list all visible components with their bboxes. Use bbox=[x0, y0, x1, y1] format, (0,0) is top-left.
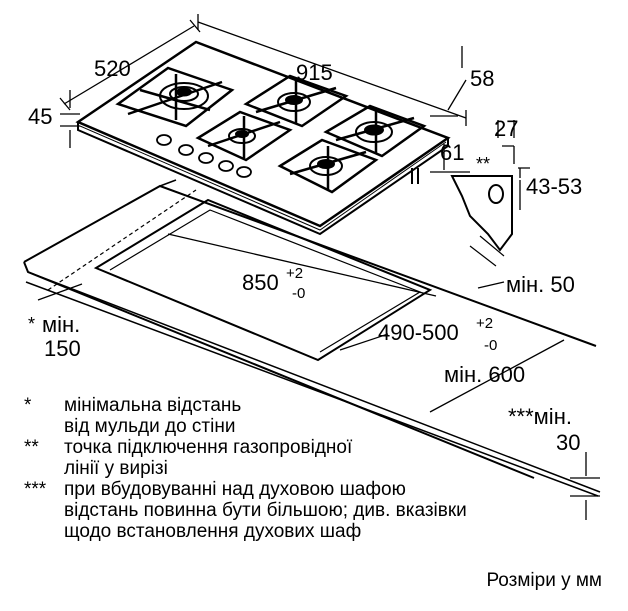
dim-850-tol-plus: +2 bbox=[286, 265, 303, 282]
pan-support-left bbox=[115, 66, 235, 128]
control-knob bbox=[178, 144, 194, 156]
footnote-mark: *** bbox=[24, 479, 47, 500]
units-note: Розміри у мм bbox=[486, 570, 602, 591]
dim-min-600: мін. 600 bbox=[444, 362, 525, 387]
burner-front-left bbox=[228, 128, 256, 144]
footnote-line: відстань повинна бути більшою; див. вказ… bbox=[64, 500, 467, 521]
footnote-line: мінімальна відстань bbox=[64, 395, 242, 416]
footnote-text: при вбудовуванні над духовою шафою відст… bbox=[64, 479, 614, 542]
side-profile bbox=[450, 175, 513, 267]
dim-27: 27 bbox=[494, 116, 518, 141]
dim-45: 45 bbox=[28, 104, 52, 129]
control-knob bbox=[198, 152, 214, 164]
gas-connection-mark: ** bbox=[476, 154, 490, 174]
footnote-wall-distance: * мінімальна відстань від мульди до стін… bbox=[24, 395, 614, 437]
dim-min-150-value: 150 bbox=[44, 336, 81, 361]
control-knob bbox=[218, 160, 234, 172]
burner-wok bbox=[159, 82, 209, 110]
hob-edge bbox=[77, 122, 449, 236]
dim-min-30-value: 30 bbox=[556, 430, 580, 455]
burner-center bbox=[277, 92, 311, 112]
burner-right bbox=[355, 121, 393, 143]
footnote-mark: ** bbox=[24, 437, 39, 458]
footnote-line: щодо встановлення духових шаф bbox=[64, 521, 362, 542]
dim-58: 58 bbox=[470, 66, 494, 91]
footnote-mark: * bbox=[24, 395, 32, 416]
footnote-text: мінімальна відстань від мульди до стіни bbox=[64, 395, 614, 437]
footnote-oven: *** при вбудовуванні над духовою шафою в… bbox=[24, 479, 614, 542]
footnote-line: при вбудовуванні над духовою шафою bbox=[64, 479, 406, 500]
dim-min-150-label: мін. bbox=[42, 312, 80, 337]
gas-connection-point bbox=[488, 184, 504, 204]
control-knob bbox=[156, 134, 172, 146]
dimension-lines bbox=[37, 14, 600, 520]
dimension-texts: 520 915 45 58 61 27 ** 43-53 850 +2 -0 4… bbox=[28, 56, 582, 455]
countertop bbox=[23, 179, 601, 497]
dim-520: 520 bbox=[94, 56, 131, 81]
footnote-text: точка підключення газопровідної лінії у … bbox=[64, 437, 614, 479]
cutout bbox=[47, 189, 433, 362]
control-knobs bbox=[156, 134, 252, 178]
dim-850: 850 bbox=[242, 270, 279, 295]
dim-490-tol-plus: +2 bbox=[476, 315, 493, 332]
dim-850-tol-minus: -0 bbox=[292, 285, 305, 302]
footnotes: * мінімальна відстань від мульди до стін… bbox=[24, 395, 614, 542]
burner-front-right bbox=[309, 156, 343, 176]
footnote-gas-connection: ** точка підключення газопровідної лінії… bbox=[24, 437, 614, 479]
gas-connector bbox=[411, 168, 419, 184]
hob bbox=[75, 40, 451, 236]
dim-61: 61 bbox=[440, 140, 464, 165]
dim-min-150-star: * bbox=[28, 314, 35, 334]
footnote-line: точка підключення газопровідної bbox=[64, 437, 353, 458]
dim-490-tol-minus: -0 bbox=[484, 337, 497, 354]
control-knob bbox=[236, 166, 252, 178]
dim-min-50: мін. 50 bbox=[506, 272, 575, 297]
dim-43-53: 43-53 bbox=[526, 174, 582, 199]
dim-490-500: 490-500 bbox=[378, 320, 459, 345]
footnote-line: лінії у вирізі bbox=[64, 458, 168, 479]
dim-915: 915 bbox=[296, 60, 333, 85]
footnote-line: від мульди до стіни bbox=[64, 416, 236, 437]
dim-min-30-label: ***мін. bbox=[508, 404, 572, 429]
